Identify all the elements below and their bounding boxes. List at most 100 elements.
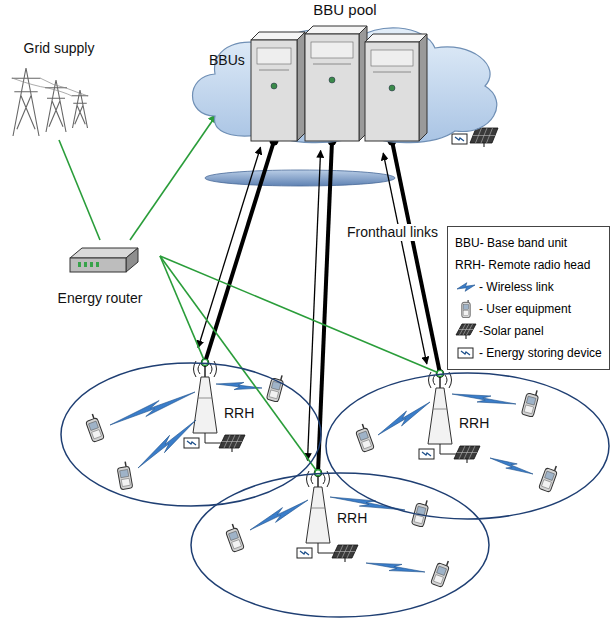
- phone-keypad: [269, 390, 279, 399]
- phone-antenna: [426, 500, 427, 505]
- legend-text: - Wireless link: [479, 280, 554, 294]
- server-top: [251, 32, 305, 40]
- fronthaul-band: [205, 170, 395, 186]
- wireless-link: [457, 283, 475, 292]
- panel-leg: [483, 143, 484, 147]
- legend-entry: - Wireless link: [455, 276, 602, 298]
- energy-storage: [452, 134, 467, 144]
- rrh-cell: RRH: [325, 372, 610, 520]
- router-side: [126, 248, 138, 272]
- power-terminal: [315, 470, 321, 476]
- server-front: [251, 40, 297, 141]
- power-line: [160, 256, 440, 373]
- node-label: RRH: [222, 405, 256, 422]
- phone-keypad: [92, 430, 102, 439]
- phone-keypad: [434, 575, 444, 584]
- storage-box: [419, 449, 434, 459]
- fronthaul-cable: [205, 141, 274, 362]
- grid-supply: Grid supply: [4, 40, 114, 140]
- server-top: [365, 34, 427, 42]
- legend-icon: [455, 300, 477, 318]
- power-link: [59, 140, 100, 240]
- phone-screen: [463, 304, 469, 309]
- legend-icon: [455, 322, 477, 340]
- wireless-link: [138, 420, 196, 468]
- phone-screen: [526, 396, 536, 405]
- phone-screen: [120, 469, 129, 477]
- solar-panel: [332, 545, 358, 562]
- link-label: Fronthaul links: [345, 224, 440, 241]
- energy-router-shape: [40, 240, 160, 320]
- fronthaul-cable: [392, 141, 440, 373]
- rrh-cell: RRH: [60, 362, 322, 507]
- panel-face: [456, 324, 476, 335]
- server-slot: [259, 70, 289, 71]
- phone-screen: [545, 471, 555, 480]
- tower-band: [311, 508, 325, 509]
- legend-entry: BBU- Base band unit: [455, 232, 602, 254]
- legend-box: BBU- Base band unitRRH- Remote radio hea…: [447, 226, 610, 370]
- legend-icon: [455, 344, 477, 362]
- energy-storage: [419, 449, 434, 459]
- tower-band: [198, 398, 212, 399]
- power-link: [160, 256, 443, 376]
- rrh-cell: RRH: [190, 472, 490, 618]
- phone-body: [521, 393, 538, 417]
- phone-screen: [89, 421, 99, 430]
- panel-grid: [222, 441, 242, 442]
- phone-body: [117, 466, 133, 490]
- phone-antenna: [555, 466, 557, 471]
- panel-leg: [231, 448, 232, 452]
- energy-storage: [297, 548, 312, 558]
- tower-body: [193, 377, 217, 433]
- router-light: [90, 262, 93, 267]
- node-label: RRH: [335, 510, 369, 527]
- router-light: [96, 262, 99, 267]
- solar-panel: [456, 324, 476, 339]
- panel-grid: [459, 329, 473, 330]
- rrh-cell-shape: [325, 372, 610, 520]
- legend-text: - Energy storing device: [479, 346, 602, 360]
- server-led: [389, 85, 395, 91]
- fronthaul-link: [383, 137, 443, 377]
- server-front: [365, 42, 419, 141]
- legend-text: - User equipment: [479, 302, 571, 316]
- phone-antenna: [281, 375, 282, 380]
- phone-antenna: [232, 524, 234, 529]
- user-equipment: [521, 388, 540, 417]
- bbu-pool-cloud-shape: [185, 0, 505, 148]
- phone-antenna: [362, 424, 364, 429]
- storage-box: [452, 134, 467, 144]
- phone-antenna: [124, 462, 126, 467]
- server-led: [329, 77, 335, 83]
- phone-body: [226, 528, 245, 553]
- wireless-link: [250, 500, 308, 530]
- server-bay: [371, 50, 413, 66]
- power-wire: [12, 78, 88, 96]
- rrh-cell-shape: [190, 472, 490, 618]
- fronthaul-flow: [198, 147, 260, 347]
- phone-keypad: [524, 405, 534, 414]
- cell-outline: [191, 473, 489, 617]
- node-label: Energy router: [58, 290, 143, 307]
- user-equipment: [354, 423, 375, 452]
- bbu-server: [305, 26, 367, 141]
- storage-bolt: [187, 441, 196, 445]
- storage-bolt: [461, 351, 470, 355]
- tower-band: [433, 409, 447, 410]
- power-terminal: [202, 359, 208, 365]
- user-equipment: [539, 463, 560, 492]
- storage-box: [184, 438, 199, 448]
- solar-panel: [470, 128, 498, 147]
- router-light: [84, 262, 87, 267]
- rrh-cell-shape: [60, 362, 322, 507]
- fronthaul-flow: [308, 151, 321, 461]
- tower-body: [428, 388, 452, 444]
- phone-keypad: [121, 478, 130, 486]
- phone-keypad: [232, 540, 242, 549]
- phone-keypad: [463, 311, 469, 316]
- phone-antenna: [447, 561, 449, 566]
- cell-outline: [61, 363, 321, 506]
- router-light: [78, 262, 81, 267]
- phone-keypad: [362, 440, 372, 449]
